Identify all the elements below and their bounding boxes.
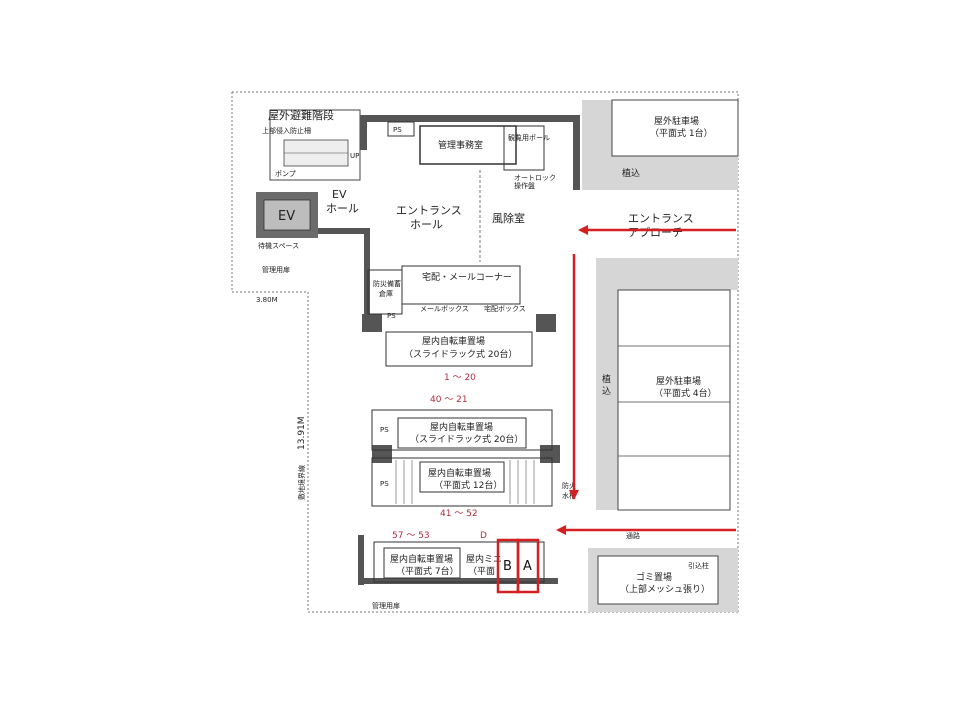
label-planting-side-2: 込 [602,386,611,397]
label-bicycle-2b: （スライドラック式 20台） [410,433,523,445]
label-entrance-approach-1: エントランス [628,212,694,225]
label-garbage-a: ゴミ置場 [636,571,672,583]
label-entrance-approach-2: アプローチ [628,226,683,239]
label-marker-a: A [523,559,532,574]
arrow-head-down [569,490,579,500]
arrow-head-entrance [578,225,588,235]
outdoor-parking-4-area [596,258,738,511]
bicycle-parking-3 [371,457,553,507]
outdoor-parking-1-area [582,99,739,190]
label-range-4: 57 ～ 53 [392,531,430,541]
label-mini-b: （平面 [468,566,495,577]
garbage-area [588,548,738,612]
label-dim-1391: 13.91M [297,416,307,450]
label-planting-top: 植込 [622,167,640,179]
bicycle-parking-1 [385,331,533,367]
label-delivery-corner: 宅配・メールコーナー [422,271,512,283]
label-management-office: 管理事務室 [438,139,483,151]
label-waiting-space: 待機スペース [258,241,299,250]
label-upper-intrusion: 上部侵入防止柵 [262,126,311,135]
label-ev: EV [278,209,295,224]
label-ev-hall-1: EV [332,188,347,201]
label-auto-lock-2: 操作盤 [514,181,535,190]
label-fire-tank-2: 水槽 [562,491,576,500]
label-outdoor-evac-stair: 屋外避難階段 [268,108,334,122]
label-bicycle-4a: 屋内自転車置場 [390,553,453,565]
label-bicycle-4b: （平面式 7台） [396,565,459,577]
label-outdoor-parking-1a: 屋外駐車場 [654,115,699,127]
label-range-3: 41 ～ 52 [440,509,478,519]
label-outdoor-parking-4a: 屋外駐車場 [656,375,701,387]
label-range-d: D [480,531,487,541]
label-ps-top: PS [393,126,402,134]
ev-shaft [256,192,318,238]
bicycle-parking-2 [371,409,553,451]
label-windbreak: 風除室 [492,211,525,225]
marker-a-box [516,538,540,594]
label-outdoor-parking-4b: （平面式 4台） [654,387,717,399]
label-pump: ポンプ [275,170,296,178]
label-outdoor-parking-1b: （平面式 1台） [650,127,713,139]
label-management-path: 管理用扉 [262,265,290,274]
bicycle-parking-4 [373,541,545,583]
label-range-2: 40 ～ 21 [430,395,468,405]
label-ps-mid: PS [387,312,396,320]
label-marker-b: B [503,559,512,574]
site-boundary [231,91,739,613]
label-disaster-storage-2: 倉庫 [379,289,393,298]
label-dim-380: 3.80M [256,296,278,304]
label-bicycle-2a: 屋内自転車置場 [430,421,493,433]
label-planting-side: 植 [602,373,611,385]
label-auto-lock: オートロック [514,174,556,182]
label-ps-2: PS [380,426,389,434]
bicycle-rack-lines-3 [395,460,535,504]
label-entrance-hall-2: ホール [410,218,443,231]
label-mini-a: 屋内ミニ [466,553,502,565]
red-arrows [556,225,736,535]
label-garbage-pole: 観覧用ポール [508,133,550,142]
label-mail-box: メールボックス [420,305,469,313]
arrow-head-passage [556,525,566,535]
label-garbage-b: （上部メッシュ張り） [620,583,710,595]
label-fire-tank-1: 防火 [562,481,576,490]
label-bicycle-1a: 屋内自転車置場 [422,335,485,347]
label-boundary: 敷地境界線 [297,465,306,500]
label-pull-post: 引込柱 [688,561,709,570]
label-range-1: 1 ～ 20 [444,373,476,383]
label-entrance-hall-1: エントランス [396,204,462,217]
label-ev-hall-2: ホール [326,202,359,215]
label-up: UP [350,152,359,160]
label-bicycle-1b: （スライドラック式 20台） [404,348,517,360]
label-bicycle-3a: 屋内自転車置場 [428,467,491,479]
delivery-mail-corner [367,265,521,315]
label-bottom-mgmt-door: 管理用扉 [372,601,400,610]
label-disaster-storage-1: 防災備蓄 [373,279,401,288]
label-bicycle-3b: （平面式 12台） [434,479,502,491]
management-office [387,121,545,171]
label-delivery-box: 宅配ボックス [484,304,526,313]
label-ps-3: PS [380,480,389,488]
label-passage: 通路 [626,531,640,540]
